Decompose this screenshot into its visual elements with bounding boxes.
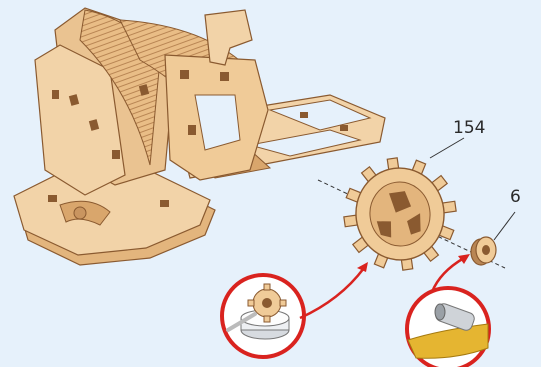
part-number-spacer-label: 6 (510, 189, 521, 206)
sandpaper-icon (407, 288, 489, 367)
part-number-gear-label: 154 (453, 120, 485, 137)
glue-pot-icon (222, 275, 304, 357)
spacer-part-6 (471, 237, 496, 265)
wooden-model-assembly (14, 8, 385, 265)
gear-part-154 (337, 151, 463, 277)
